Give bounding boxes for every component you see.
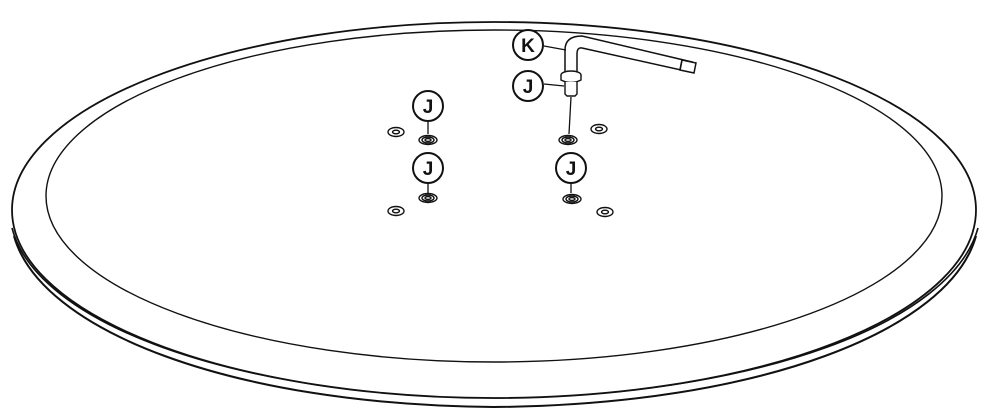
- bolt-head-side: [560, 75, 582, 84]
- hole-right-upper: [590, 123, 608, 135]
- callout-j-right-label: J: [566, 159, 577, 180]
- hole-left-upper: [387, 126, 405, 138]
- hole-right-lower: [596, 206, 614, 218]
- table-top: [11, 21, 979, 409]
- insert-left-upper: [418, 134, 438, 146]
- callout-j-left-1: J: [412, 90, 444, 122]
- callout-j-left-2: J: [412, 152, 444, 184]
- threaded-inserts: [418, 134, 582, 205]
- table-top-inner-recess: [45, 29, 943, 363]
- table-top-outer-rim: [11, 21, 977, 399]
- callout-k: K: [512, 29, 544, 61]
- allen-key: [564, 35, 697, 75]
- callout-k-label: K: [521, 36, 535, 57]
- callout-j-left-1-label: J: [423, 97, 434, 118]
- allen-key-tip: [679, 59, 697, 74]
- leader-lines: [427, 45, 572, 193]
- callout-j-right: J: [555, 152, 587, 184]
- insert-right-lower: [562, 193, 582, 205]
- mounting-holes: [387, 123, 614, 218]
- callouts: K J J J J: [412, 29, 587, 184]
- insert-left-lower: [418, 192, 438, 204]
- callout-j-key-label: J: [523, 77, 534, 98]
- hole-left-lower: [387, 205, 405, 217]
- callout-j-key: J: [512, 70, 544, 102]
- callout-j-left-2-label: J: [423, 159, 434, 180]
- bolt-j: [560, 70, 582, 97]
- table-top-edge-bottom: [13, 235, 977, 409]
- bolt-shaft: [564, 82, 578, 97]
- insert-right-upper: [558, 134, 578, 146]
